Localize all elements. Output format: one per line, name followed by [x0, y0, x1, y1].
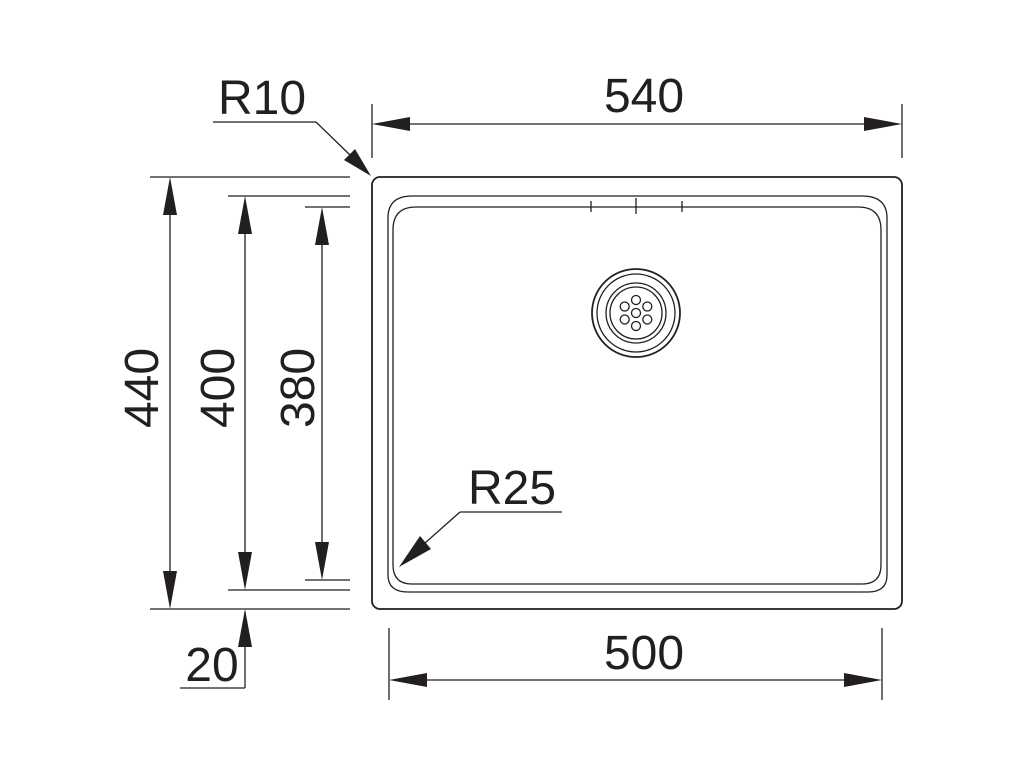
bowl-width-label: 500 — [604, 627, 684, 680]
overflow-tick-marks — [590, 198, 683, 214]
dimension-bowl-width: 500 — [388, 627, 883, 700]
sink-body — [371, 176, 903, 610]
dimension-flange: 20 — [180, 609, 252, 692]
overall-depth-label: 440 — [116, 348, 169, 428]
flange-label: 20 — [185, 639, 238, 692]
dimension-rim-depth: 400 — [192, 195, 350, 591]
sink-bowl-edge — [392, 206, 882, 585]
outer-radius-callout: R10 — [213, 72, 371, 176]
rim-depth-label: 400 — [192, 348, 245, 428]
inner-radius-label: R25 — [468, 462, 556, 515]
drain-strainer-icon — [591, 268, 681, 358]
bowl-depth-label: 380 — [272, 348, 325, 428]
dimension-overall-depth: 440 — [116, 176, 350, 610]
sink-outer-rim — [371, 176, 903, 610]
overall-width-label: 540 — [604, 70, 684, 123]
dimension-overall-width: 540 — [371, 70, 903, 158]
sink-rim-inner-edge — [387, 195, 888, 593]
inner-radius-callout: R25 — [399, 462, 562, 567]
dimension-bowl-depth: 380 — [272, 206, 350, 581]
outer-radius-label: R10 — [218, 72, 306, 125]
